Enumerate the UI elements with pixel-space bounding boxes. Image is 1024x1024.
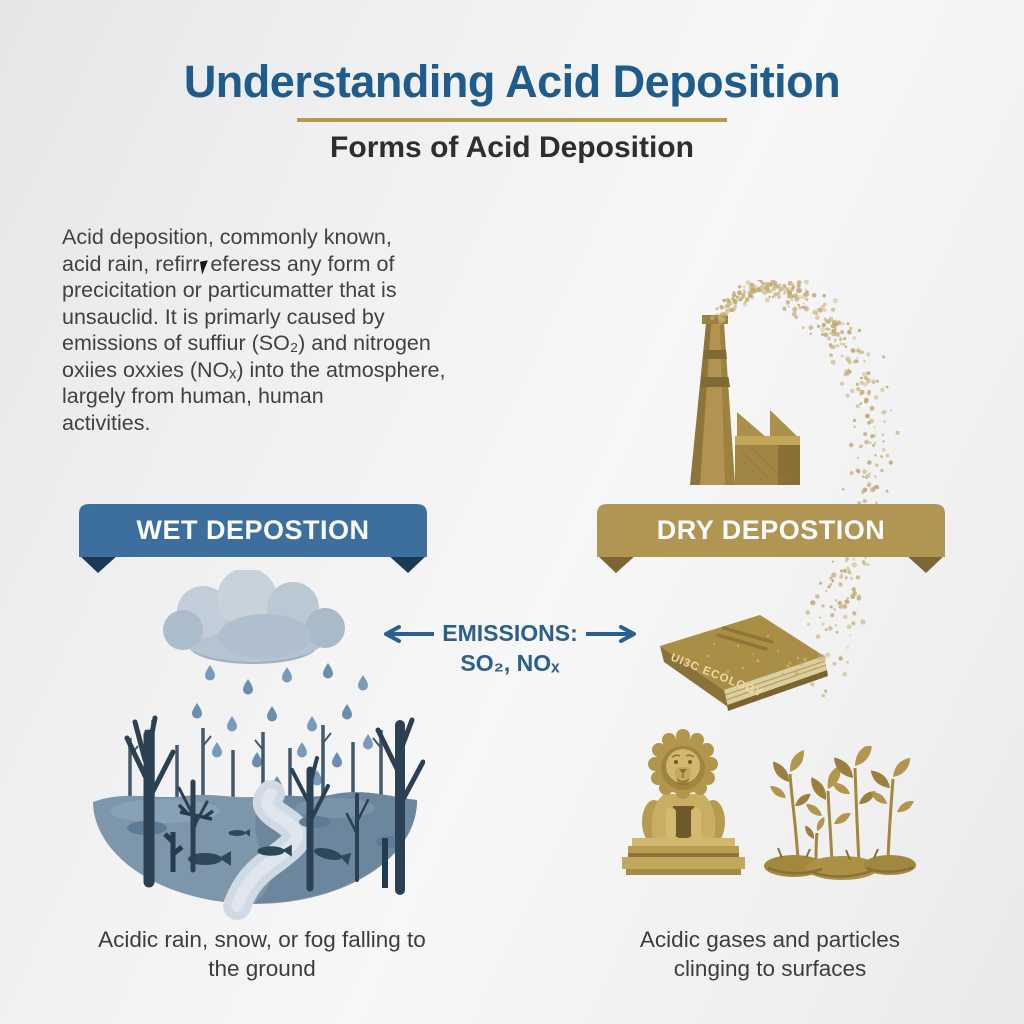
wet-caption-line: Acidic rain, snow, or fog falling to (80, 926, 444, 955)
plants-illustration (762, 746, 917, 880)
dry-caption-line: Acidic gases and particles (588, 926, 952, 955)
statue-pedestal (622, 838, 745, 875)
intro-paragraph: Acid deposition, commonly known, acid ra… (62, 224, 492, 436)
raindrops (192, 663, 373, 792)
dry-caption-line: clinging to surfaces (588, 955, 952, 984)
wet-deposition-scene (85, 570, 425, 925)
wet-deposition-banner: WET DEPOSTION (78, 503, 428, 577)
page-subtitle: Forms of Acid Deposition (0, 131, 1024, 165)
smoke-particles-illustration (640, 280, 960, 720)
rain-cloud-illustration (163, 570, 345, 664)
left-arrow-icon (376, 625, 434, 643)
cursor-artifact (200, 260, 210, 274)
wet-caption-line: the ground (80, 955, 444, 984)
wet-banner-label: WET DEPOSTION (78, 503, 428, 557)
intro-line: unsauclid. It is primarly caused by (62, 304, 492, 331)
intro-line: Acid deposition, commonly known, (62, 224, 492, 251)
intro-line: acid rain, refirreferess any form of (62, 251, 492, 278)
intro-line: emissions of suffiur (SO₂) and nitrogen (62, 330, 492, 357)
dry-banner-label: DRY DEPOSTION (596, 503, 946, 557)
wet-caption: Acidic rain, snow, or fog falling to the… (80, 926, 444, 984)
dry-deposition-banner: DRY DEPOSTION (596, 503, 946, 577)
intro-line: precicitation or particumatter that is (62, 277, 492, 304)
plant-leaves (768, 746, 916, 841)
emissions-formula: SO₂, NOₓ (376, 650, 644, 677)
dry-caption: Acidic gases and particles clinging to s… (588, 926, 952, 984)
title-divider (297, 118, 727, 122)
lion-statue-illustration (616, 722, 751, 880)
intro-line: activities. (62, 410, 492, 437)
acid-lake-illustration (93, 792, 417, 906)
emissions-label: EMISSIONS: (442, 620, 577, 647)
intro-line: oxiies oxxies (NOₓ) into the atmosphere, (62, 357, 492, 384)
emissions-block: EMISSIONS: SO₂, NOₓ (376, 620, 644, 677)
right-arrow-icon (586, 625, 644, 643)
plant-mounds (764, 848, 916, 880)
intro-line: largely from human, human (62, 383, 492, 410)
page-title: Understanding Acid Deposition (0, 56, 1024, 108)
